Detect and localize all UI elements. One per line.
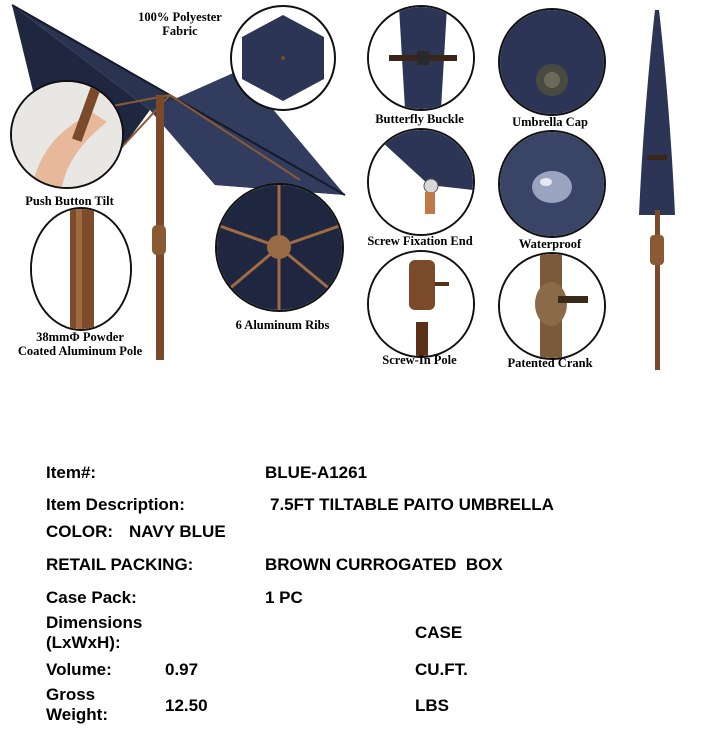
canopy-panel-right [150, 70, 345, 195]
item-label: Item#: [46, 463, 97, 482]
screw-pole-label: Screw-In Pole [382, 353, 457, 367]
weight-label: Gross Weight: [46, 685, 109, 724]
screw-end-detail-circle [367, 128, 475, 236]
case-pack-value: 1 PC [265, 588, 303, 607]
pole-detail-circle [30, 207, 132, 331]
buckle-label: Butterfly Buckle [375, 112, 464, 126]
description-label: Item Description: [46, 495, 185, 514]
ribs-detail-circle [215, 183, 344, 312]
crank-housing [152, 225, 166, 255]
waterproof-label: Waterproof [518, 237, 582, 251]
weight-unit: LBS [415, 696, 449, 715]
tilt-detail-circle [10, 80, 124, 189]
volume-unit: CU.FT. [415, 660, 468, 679]
closed-umbrella-illustration [625, 5, 695, 370]
cap-label: Umbrella Cap [512, 115, 588, 129]
crank-detail-circle [498, 252, 606, 360]
waterproof-detail-circle [498, 130, 606, 238]
crank-label: Patented Crank [507, 356, 593, 370]
umbrella-feature-panel: 100% Polyester Fabric Push Button Tilt 3… [0, 0, 355, 365]
packing-label: RETAIL PACKING: [46, 555, 194, 574]
screw-pole-detail-circle [367, 250, 475, 358]
buckle-detail-circle [367, 5, 475, 111]
volume-label: Volume: [46, 660, 112, 679]
description-value: 7.5FT TILTABLE PAITO UMBRELLA [270, 495, 554, 514]
fabric-label: 100% Polyester Fabric [138, 10, 222, 38]
item-value: BLUE-A1261 [265, 463, 368, 482]
color-label: COLOR: [46, 522, 114, 541]
case-pack-label: Case Pack: [46, 588, 137, 607]
cap-detail-circle [498, 8, 606, 116]
screw-end-label: Screw Fixation End [367, 234, 473, 248]
tilt-label: Push Button Tilt [25, 194, 114, 208]
color-value: NAVY BLUE [129, 522, 226, 541]
pole-label: 38mmΦ Powder Coated Aluminum Pole [17, 330, 143, 358]
dimensions-unit: CASE [415, 623, 463, 642]
feature-grid: Butterfly Buckle Umbrella Cap Screw Fixa… [355, 0, 610, 370]
dimensions-label: Dimensions (LxWxH): [46, 613, 143, 652]
packing-value: BROWN CURROGATED BOX [265, 555, 503, 574]
fabric-detail-circle [230, 5, 336, 111]
ribs-label: 6 Aluminum Ribs [235, 318, 330, 332]
weight-value: 12.50 [165, 696, 208, 715]
volume-value: 0.97 [165, 660, 199, 679]
